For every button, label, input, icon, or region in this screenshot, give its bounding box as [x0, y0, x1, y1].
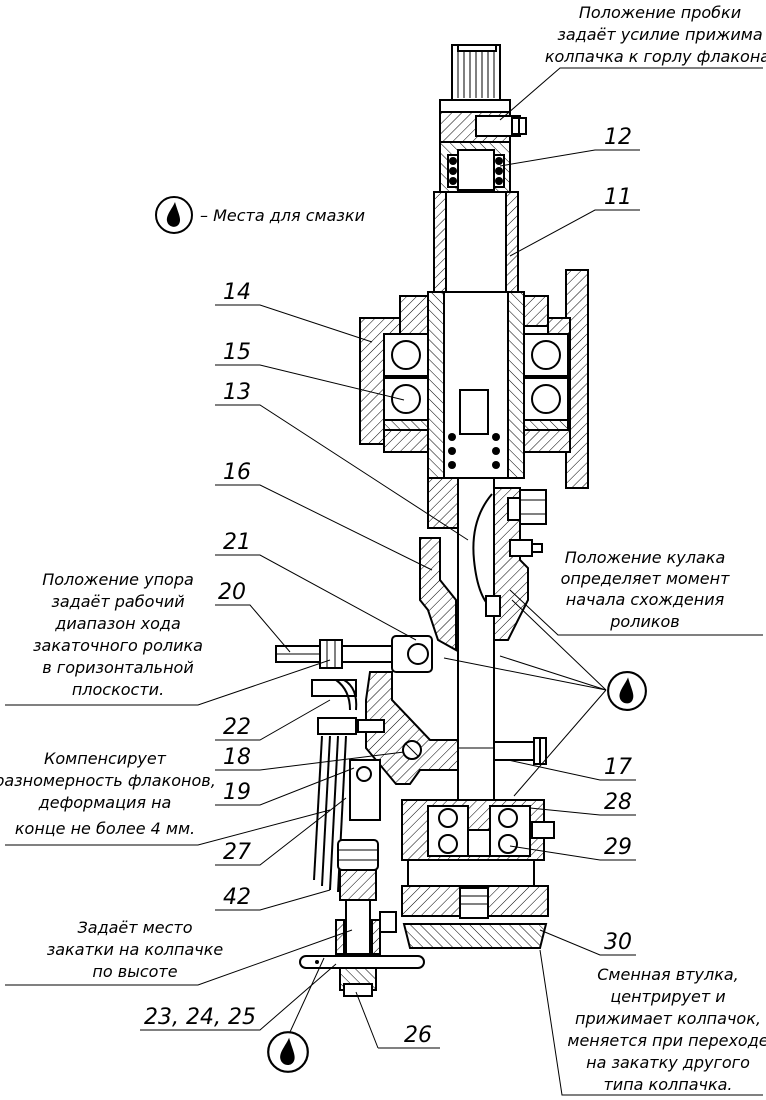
- part-label-12: 12: [604, 125, 632, 150]
- svg-text:Положение упора: Положение упора: [42, 570, 194, 589]
- part-label-23-24-25: 23, 24, 25: [144, 1005, 256, 1030]
- svg-text:прижимает колпачок,: прижимает колпачок,: [575, 1009, 761, 1028]
- part-label-18: 18: [223, 745, 251, 770]
- part-label-11: 11: [604, 185, 632, 210]
- svg-text:закатки на колпачке: закатки на колпачке: [47, 940, 224, 959]
- roller-unit: [299, 839, 425, 997]
- svg-text:определяет момент: определяет момент: [561, 569, 730, 588]
- note-stop: Положение упора задаёт рабочий диапазон …: [33, 570, 203, 699]
- part-label-19: 19: [223, 780, 251, 805]
- oil-drop-icon: [607, 671, 647, 711]
- oil-drop-icon: [267, 1031, 309, 1073]
- svg-text:Задаёт место: Задаёт место: [78, 918, 193, 937]
- svg-text:в горизонтальной: в горизонтальной: [42, 658, 193, 677]
- svg-text:диапазон хода: диапазон хода: [54, 614, 181, 633]
- central-shaft: [419, 477, 547, 829]
- part-label-29: 29: [604, 835, 632, 860]
- svg-text:Положение кулака: Положение кулака: [565, 548, 726, 567]
- legend-text: – Места для смазки: [200, 206, 365, 225]
- svg-text:задаёт усилие прижима: задаёт усилие прижима: [557, 25, 762, 44]
- top-plug: [439, 44, 527, 143]
- leader-lines: [5, 67, 763, 1096]
- part-label-30: 30: [604, 930, 632, 955]
- bearing-housing: [359, 269, 589, 489]
- spring-housing: [439, 141, 511, 193]
- svg-text:меняется при переходе: меняется при переходе: [567, 1031, 766, 1050]
- upper-tube: [433, 191, 519, 293]
- svg-text:задаёт рабочий: задаёт рабочий: [51, 592, 184, 611]
- svg-text:на закатку другого: на закатку другого: [586, 1053, 750, 1072]
- svg-text:разномерность флаконов,: разномерность флаконов,: [0, 771, 216, 790]
- svg-text:деформация на: деформация на: [38, 793, 172, 812]
- part-label-42: 42: [223, 885, 251, 910]
- part-label-14: 14: [223, 280, 251, 305]
- note-bushing: Сменная втулка, центрирует и прижимает к…: [567, 965, 766, 1094]
- svg-text:по высоте: по высоте: [92, 962, 177, 981]
- svg-text:типа колпачка.: типа колпачка.: [603, 1075, 732, 1094]
- svg-text:плоскости.: плоскости.: [72, 680, 164, 699]
- svg-text:колпачка к горлу флакона.: колпачка к горлу флакона.: [545, 47, 766, 66]
- part-numbers: 12 11 14 15 13 16 21 20 22 18 19 27 42 2…: [144, 125, 632, 1048]
- svg-text:роликов: роликов: [609, 612, 679, 631]
- note-plug: Положение пробки задаёт усилие прижима к…: [545, 3, 766, 66]
- svg-text:центрирует и: центрирует и: [610, 987, 725, 1006]
- svg-text:конце не более 4 мм.: конце не более 4 мм.: [15, 819, 195, 838]
- part-label-13: 13: [223, 380, 251, 405]
- part-label-17: 17: [604, 755, 632, 780]
- part-label-22: 22: [223, 715, 251, 740]
- bottom-head: [401, 799, 555, 949]
- part-label-26: 26: [404, 1023, 432, 1048]
- svg-text:Положение пробки: Положение пробки: [579, 3, 741, 22]
- svg-text:закаточного ролика: закаточного ролика: [33, 636, 203, 655]
- svg-text:Сменная втулка,: Сменная втулка,: [597, 965, 739, 984]
- part-label-28: 28: [604, 790, 632, 815]
- part-label-20: 20: [218, 580, 246, 605]
- oil-drop-icon: [155, 196, 193, 234]
- svg-text:начала схождения: начала схождения: [566, 590, 725, 609]
- part-label-27: 27: [223, 840, 251, 865]
- svg-text:Компенсирует: Компенсирует: [44, 749, 167, 768]
- note-compensate: Компенсирует разномерность флаконов, деф…: [0, 749, 216, 838]
- part-label-16: 16: [223, 460, 251, 485]
- note-cam: Положение кулака определяет момент начал…: [561, 548, 730, 631]
- part-label-15: 15: [223, 340, 251, 365]
- note-height: Задаёт место закатки на колпачке по высо…: [47, 918, 224, 981]
- part-label-21: 21: [223, 530, 251, 555]
